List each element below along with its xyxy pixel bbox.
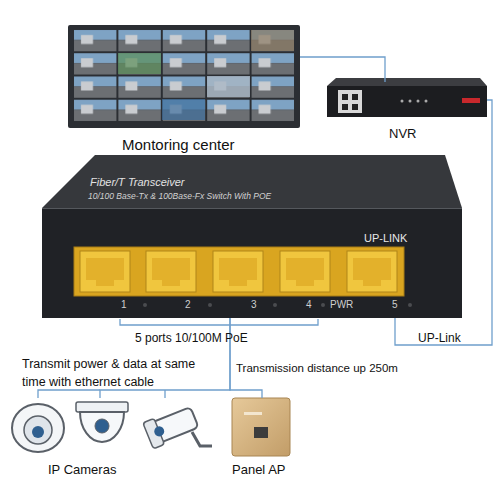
port-cavity (152, 258, 190, 286)
branch-wire (164, 390, 165, 398)
screen-tile (118, 53, 161, 74)
port-led (143, 303, 147, 307)
port-led (208, 303, 212, 307)
rj45-port (80, 251, 130, 292)
ap-logo (244, 412, 262, 415)
screen-tile (251, 30, 294, 51)
rj45-port (280, 251, 330, 292)
node-text: Panel AP (232, 462, 286, 478)
switch-front (42, 208, 462, 318)
port-cavity (286, 258, 324, 286)
port-panel (74, 247, 404, 296)
camera-base (76, 402, 128, 412)
camera-lens (32, 426, 44, 438)
bullet-camera (143, 404, 200, 449)
nvr-front (327, 86, 487, 117)
note-text: Transmit power & data at same time with … (22, 355, 220, 391)
port-led (321, 303, 325, 307)
camera-lens (153, 425, 166, 438)
monitor-screen (73, 29, 295, 122)
monitor-node: Montoring center (68, 25, 300, 155)
rj45-port (146, 251, 196, 292)
panel-ap-node: Panel AP (228, 398, 296, 480)
nvr-top (327, 78, 487, 86)
nvr-button (342, 104, 348, 110)
port-cavity (86, 258, 124, 286)
port-number: 4 (306, 299, 312, 311)
port-cavity (219, 258, 257, 286)
node-text: Fiber/T Transceiver (90, 176, 185, 189)
port-led (408, 303, 412, 307)
port-led (273, 303, 277, 307)
nvr-led (417, 100, 420, 103)
cable-line (230, 318, 262, 398)
cable-line (300, 57, 385, 82)
nvr-led (425, 100, 428, 103)
dome-camera (80, 412, 124, 442)
screen-tile (162, 99, 205, 120)
switch-edge (42, 208, 462, 209)
nvr-node: NVR (327, 82, 487, 144)
power-label: PWR (330, 299, 353, 311)
nvr-button (342, 94, 348, 100)
edge-label: Transmission distance up 250m (236, 362, 398, 376)
monitor-bezel (68, 25, 300, 128)
port-bracket (120, 319, 318, 325)
rj45-port (347, 251, 397, 292)
nvr-led (409, 100, 412, 103)
port-cavity (353, 258, 391, 286)
port-number: 1 (121, 299, 127, 311)
port-number: 3 (251, 299, 257, 311)
nvr-button (352, 104, 358, 110)
ap-port (254, 427, 268, 438)
branch-wire (38, 390, 100, 398)
nvr-led (401, 100, 404, 103)
port-number: 5 (392, 299, 398, 311)
edge-label: UP-Link (418, 331, 461, 345)
rj45-port (213, 251, 263, 292)
panel-ap-body (232, 398, 290, 456)
camera-mount (192, 432, 212, 446)
node-text: Montoring center (122, 136, 235, 154)
node-text: 10/100 Base-Tx & 100Base-Fx Switch With … (88, 191, 271, 201)
port-note: 5 ports 10/100M PoE (135, 331, 248, 345)
node-text: IP Cameras (48, 462, 116, 478)
dome-camera (12, 404, 64, 452)
nvr-button (352, 94, 358, 100)
port-number: 2 (185, 299, 191, 311)
camera-lens (95, 419, 109, 433)
nvr-panel (338, 90, 362, 113)
node-text: NVR (389, 126, 416, 142)
node-text: UP-LINK (364, 232, 407, 245)
switch-top (42, 155, 462, 208)
nvr-logo (462, 98, 480, 103)
camera-dome (24, 416, 52, 444)
camera-group: IP Cameras (0, 398, 212, 483)
switch-node: Fiber/T Transceiver 10/100 Base-Tx & 100B… (42, 155, 462, 318)
screen-tile (207, 76, 250, 97)
